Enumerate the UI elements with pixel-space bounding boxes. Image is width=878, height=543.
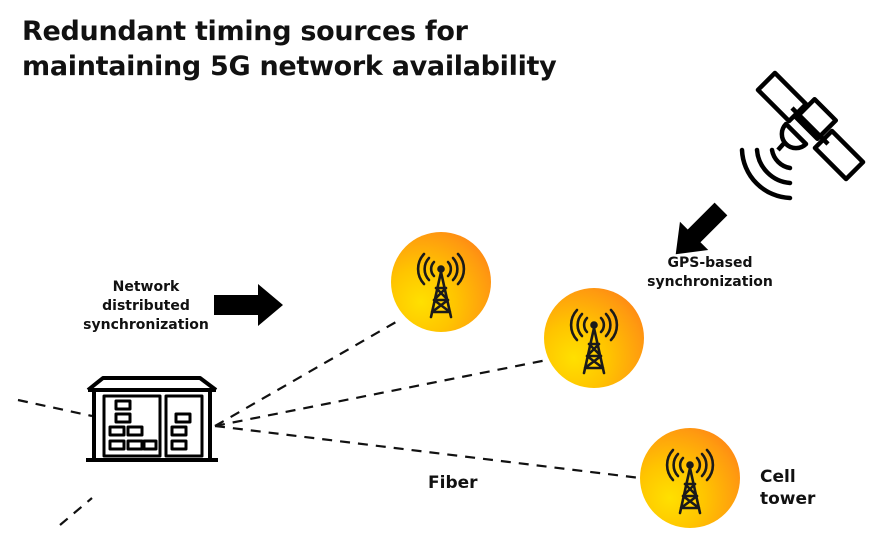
label-line: distributed bbox=[102, 298, 190, 314]
fiber-line-left-out bbox=[59, 497, 93, 526]
fiber-label: Fiber bbox=[428, 473, 478, 493]
label-line: synchronization bbox=[647, 274, 773, 290]
fiber-line-to-tower-1 bbox=[214, 321, 397, 427]
satellite-icon bbox=[739, 70, 866, 201]
cell-tower-2 bbox=[544, 288, 644, 388]
label-line: Network bbox=[112, 279, 180, 295]
label-line: synchronization bbox=[83, 317, 209, 333]
cell-tower-icon bbox=[569, 308, 619, 375]
cell-tower-3 bbox=[640, 428, 740, 528]
network-sync-label: Network distributed synchronization bbox=[76, 278, 216, 335]
cell-tower-icon bbox=[665, 448, 715, 515]
cell-tower-label: Cell tower bbox=[760, 466, 815, 510]
title-line-1: Redundant timing sources for bbox=[22, 16, 468, 47]
fiber-line-to-tower-3 bbox=[214, 424, 641, 480]
fiber-line-to-tower-2 bbox=[214, 358, 548, 428]
gps-sync-label: GPS-based synchronization bbox=[640, 254, 780, 292]
label-line: GPS-based bbox=[667, 255, 753, 271]
label-line: Cell bbox=[760, 467, 796, 487]
title-line-2: maintaining 5G network availability bbox=[22, 51, 557, 82]
diagram-title: Redundant timing sources for maintaining… bbox=[22, 14, 557, 84]
label-line: tower bbox=[760, 489, 816, 509]
cell-tower-1 bbox=[391, 232, 491, 332]
network-sync-arrow-icon bbox=[214, 284, 283, 326]
fiber-line-left-in bbox=[17, 398, 93, 418]
data-center-icon bbox=[86, 376, 218, 462]
gps-sync-arrow-icon bbox=[675, 202, 728, 255]
cell-tower-icon bbox=[416, 252, 466, 319]
